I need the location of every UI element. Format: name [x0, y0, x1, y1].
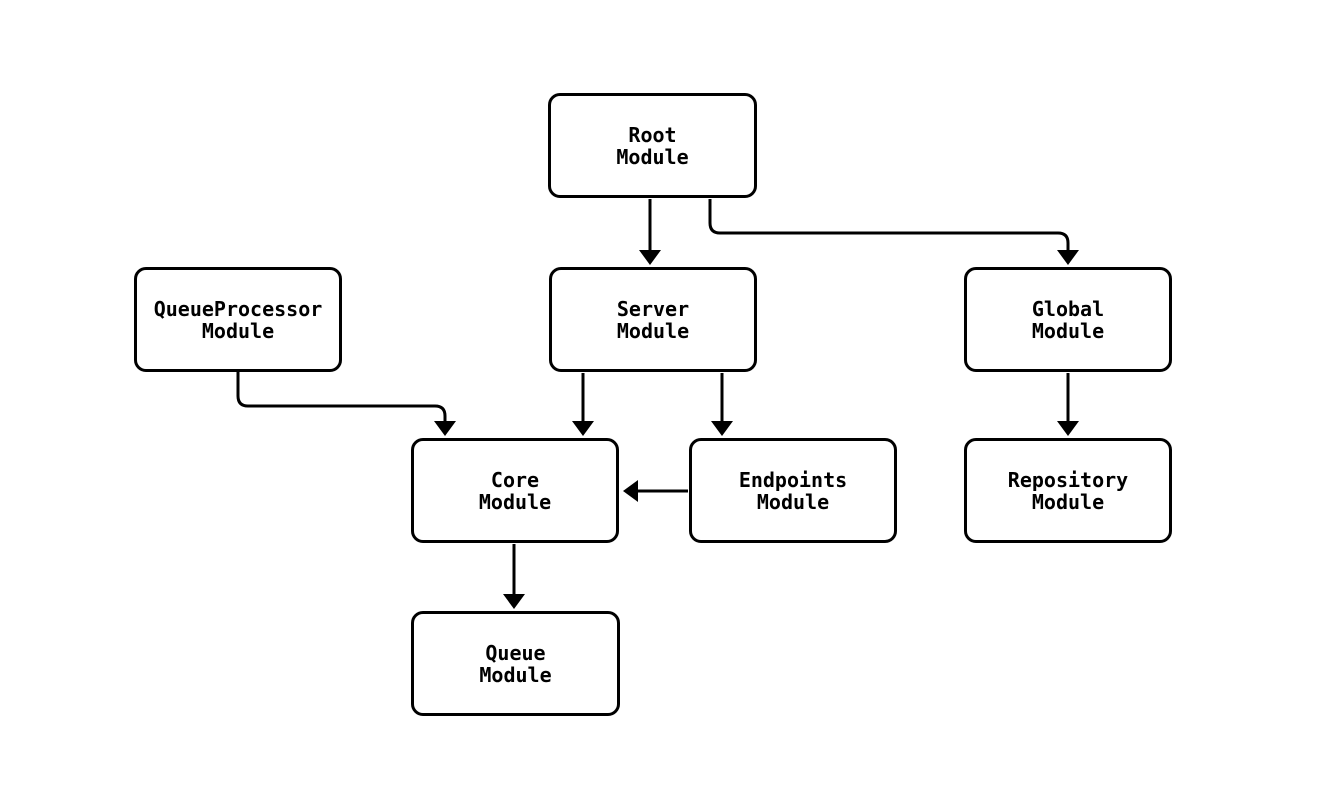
- node-repository-module-label: Repository Module: [1007, 467, 1129, 514]
- node-queue-module: Queue Module: [411, 611, 620, 716]
- node-root-module: Root Module: [548, 93, 757, 198]
- node-server-module-label: Server Module: [616, 296, 690, 343]
- node-endpoints-module-label: Endpoints Module: [738, 467, 848, 514]
- node-core-module: Core Module: [411, 438, 619, 543]
- node-repository-module: Repository Module: [964, 438, 1172, 543]
- node-root-module-label: Root Module: [616, 122, 689, 169]
- node-global-module: Global Module: [964, 267, 1172, 372]
- node-queueprocessor-module-label: QueueProcessor Module: [153, 296, 323, 343]
- edge-root-to-global: [708, 199, 1079, 265]
- edge-queueprocessor-to-core: [236, 371, 456, 436]
- node-global-module-label: Global Module: [1031, 296, 1105, 343]
- node-endpoints-module: Endpoints Module: [689, 438, 897, 543]
- node-queueprocessor-module: QueueProcessor Module: [134, 267, 342, 372]
- node-queue-module-label: Queue Module: [479, 640, 552, 687]
- node-core-module-label: Core Module: [478, 467, 552, 514]
- node-server-module: Server Module: [549, 267, 757, 372]
